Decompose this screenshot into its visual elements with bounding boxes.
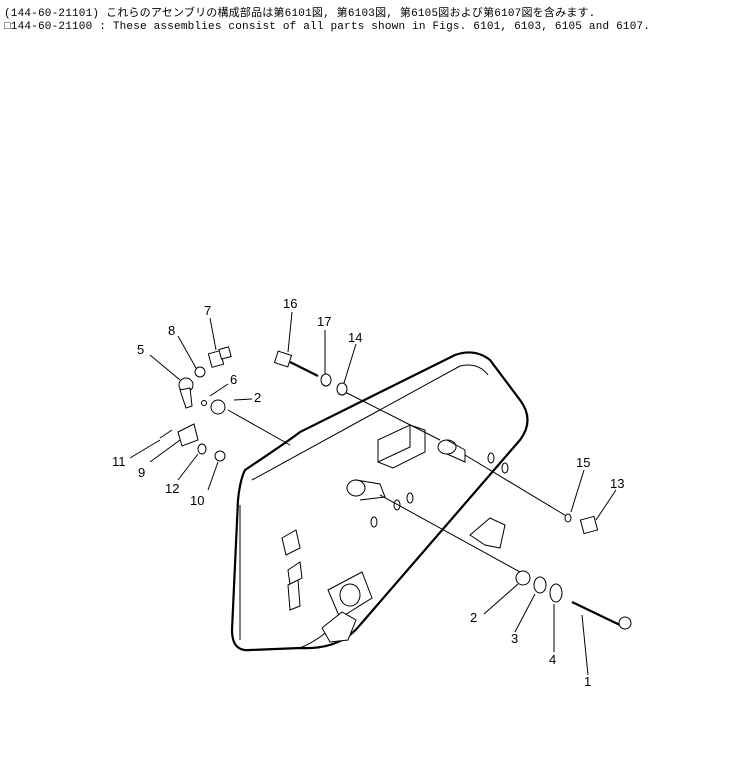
callout-14: 14 — [348, 330, 362, 345]
callout-2-upper: 2 — [254, 390, 261, 405]
callout-1: 1 — [584, 674, 591, 689]
callout-leaders — [129, 311, 617, 676]
part-13-plug — [579, 515, 599, 535]
callout-10: 10 — [190, 493, 204, 508]
part-1-pin — [571, 601, 632, 630]
part-17-washer — [320, 373, 332, 387]
part-6-pin — [201, 400, 207, 406]
part-15-o-ring — [564, 513, 572, 523]
callout-17: 17 — [317, 314, 331, 329]
callout-6: 6 — [230, 372, 237, 387]
callout-4: 4 — [549, 652, 556, 667]
callout-labels: 1 2 2 3 4 5 6 7 8 9 10 11 12 13 14 15 16… — [112, 296, 624, 689]
header-note-japanese: (144-60-21101) これらのアセンブリの構成部品は第6101図, 第6… — [4, 8, 596, 20]
part-2-bushing-lower — [515, 570, 531, 586]
callout-3: 3 — [511, 631, 518, 646]
callout-7: 7 — [204, 303, 211, 318]
diagram-header: (144-60-21101) これらのアセンブリの構成部品は第6101図, 第6… — [4, 8, 650, 34]
housing-panel — [230, 351, 529, 652]
part-2-bushing-upper — [210, 399, 226, 415]
part-3-washer — [533, 576, 547, 594]
callout-2-lower: 2 — [470, 610, 477, 625]
callout-15: 15 — [576, 455, 590, 470]
part-14-washer — [336, 382, 348, 396]
callout-9: 9 — [138, 465, 145, 480]
part-5-lever — [178, 377, 194, 409]
part-7-fitting — [207, 346, 232, 368]
part-9-bracket — [177, 423, 199, 447]
callout-5: 5 — [137, 342, 144, 357]
callout-13: 13 — [610, 476, 624, 491]
callout-8: 8 — [168, 323, 175, 338]
header-note-english: □144-60-21100 : These assemblies consist… — [4, 21, 651, 33]
part-8-nut — [194, 366, 206, 378]
callout-16: 16 — [283, 296, 297, 311]
part-11-spring-pin — [159, 429, 173, 439]
callout-11: 11 — [112, 454, 126, 469]
part-10-bolt — [214, 450, 226, 462]
part-12-washer — [197, 443, 207, 455]
part-16-bolt — [273, 350, 319, 377]
callout-12: 12 — [165, 481, 179, 496]
center-lines — [227, 391, 569, 573]
part-4-washer — [549, 583, 563, 603]
